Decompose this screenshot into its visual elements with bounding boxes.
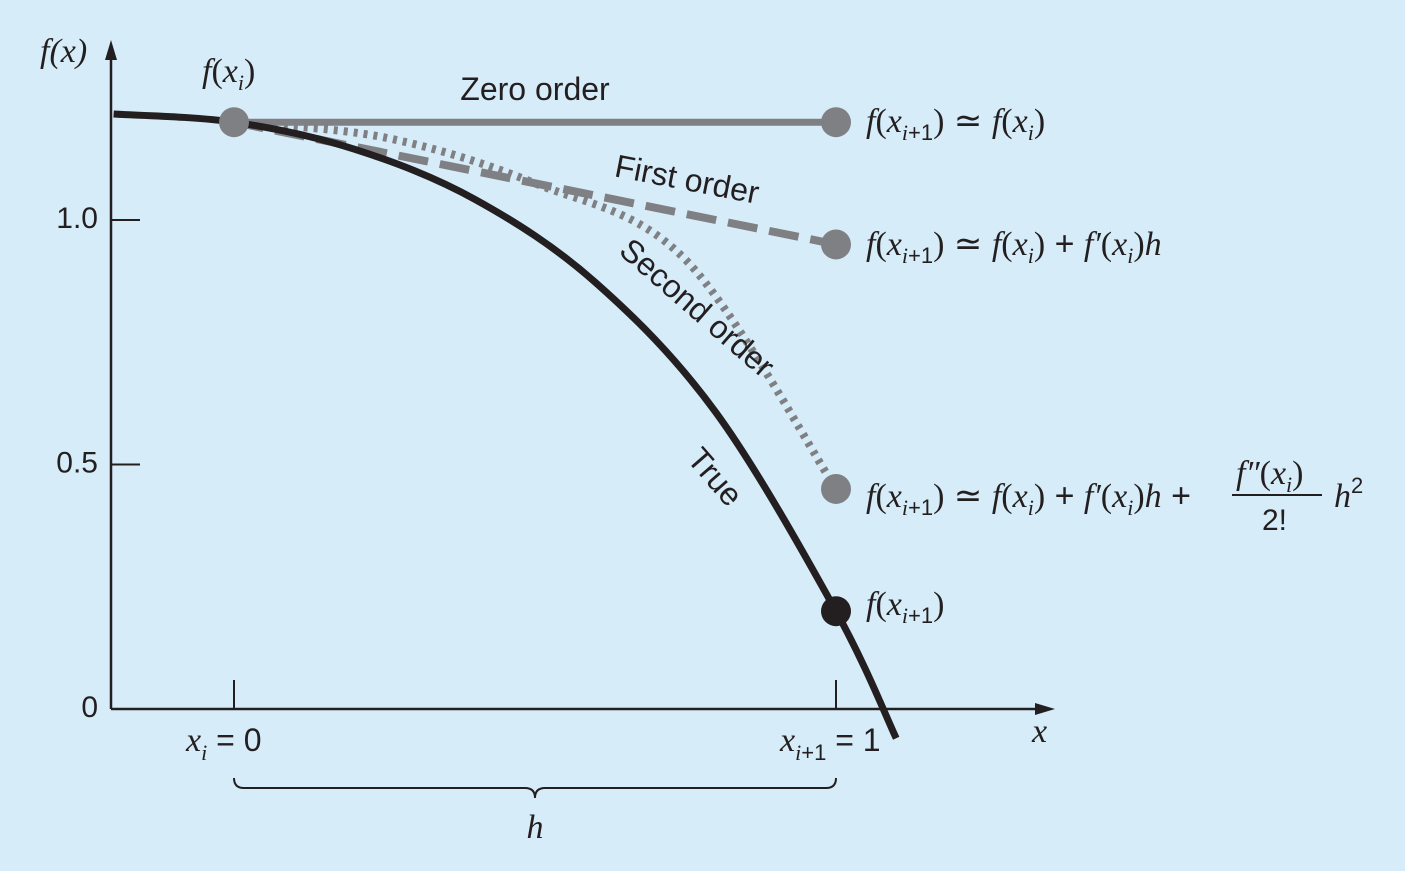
zero-order-end-marker [821,107,851,138]
y-tick-label-1: 1.0 [56,202,98,235]
series-second-order [233,118,840,492]
zero-order-end-label: f(xi+1) ≃ f(xi) [866,102,1045,145]
y-axis-label: f(x) [40,33,87,70]
y-tick-label-0.5: 0.5 [56,446,98,479]
step-label-h: h [527,809,544,846]
svg-text:f″(xi): f″(xi) [1236,455,1303,497]
y-axis-arrow [105,40,117,60]
start-point-marker [219,107,249,138]
x-axis-arrow [1035,703,1055,715]
first-order-end-label: f(xi+1) ≃ f(xi) + f′(xi)h [866,225,1162,268]
svg-text:f(xi+1) ≃ f(xi) + f′(xi)h: f(xi+1) ≃ f(xi) + f′(xi)h [866,225,1162,268]
start-point-label: f(xi) [202,53,255,95]
x-axis-label: x [1031,713,1047,750]
svg-text:f(xi+1) ≃ f(xi): f(xi+1) ≃ f(xi) [866,102,1045,145]
y-tick-label-0: 0 [81,691,98,724]
first-order-end-marker [821,229,851,260]
second-order-end-marker [821,473,851,504]
x-tick-label-0: xi = 0 [185,722,261,765]
series-true [113,110,900,740]
svg-text:2!: 2! [1262,504,1287,537]
zero-order-label: Zero order [460,71,610,107]
true-end-marker [821,596,851,627]
step-brace [233,777,837,799]
